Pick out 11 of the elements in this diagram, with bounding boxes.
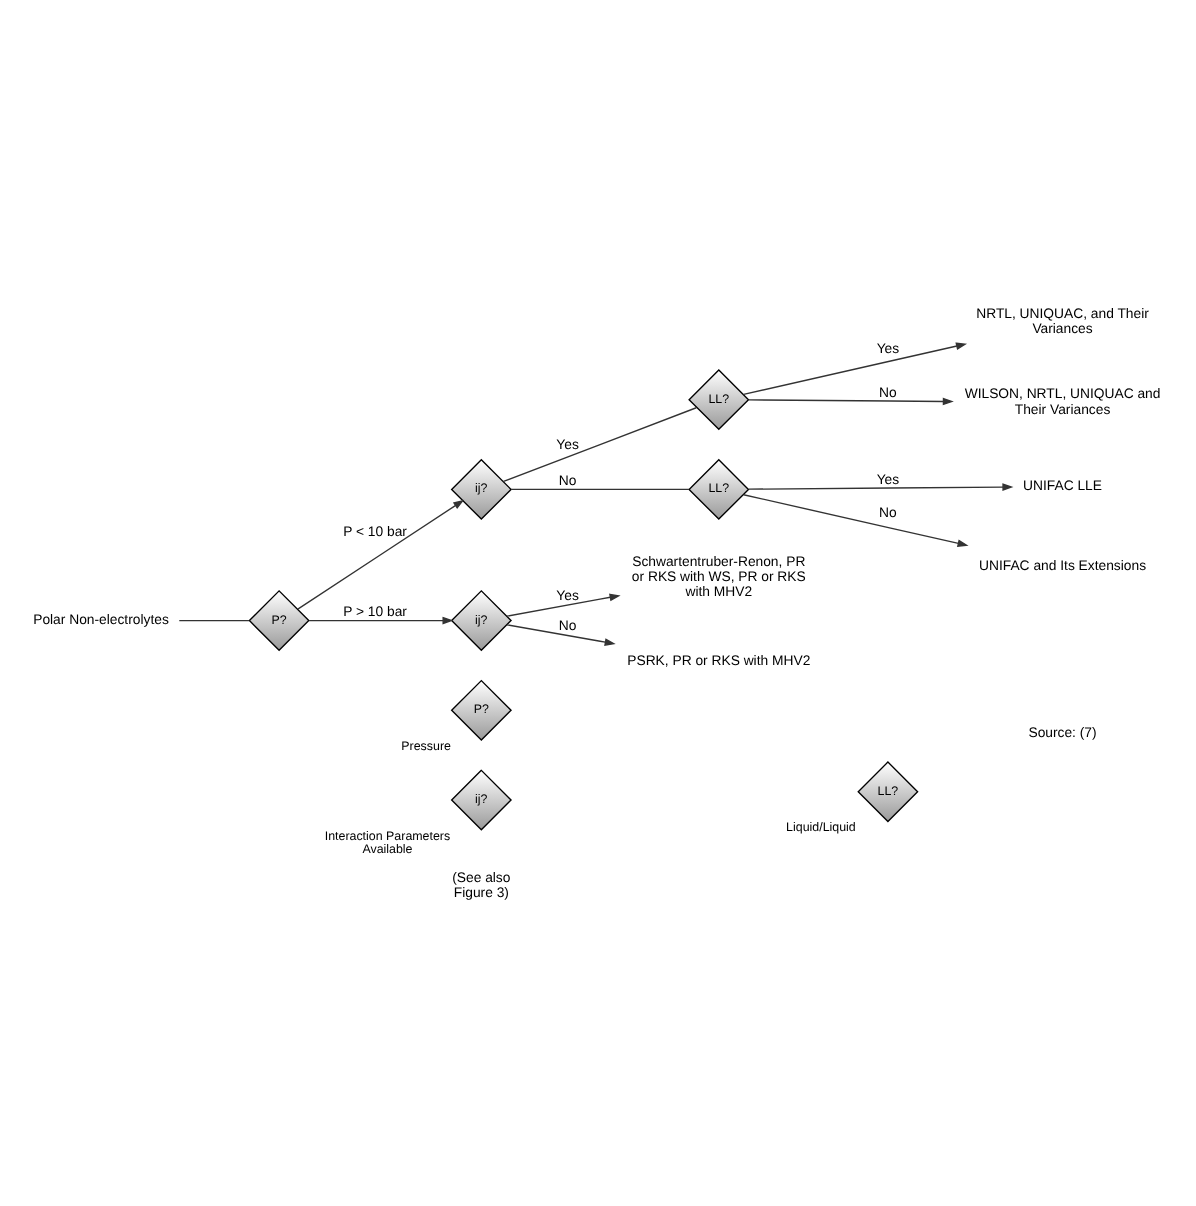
arrow — [506, 623, 616, 645]
arrow — [506, 592, 621, 616]
arrow — [747, 396, 954, 405]
arrow — [742, 341, 968, 395]
connector — [510, 487, 690, 490]
arrow — [742, 493, 969, 547]
connector — [178, 618, 250, 621]
arrow — [747, 482, 1014, 490]
arrow — [297, 498, 465, 609]
connector — [502, 406, 697, 482]
arrow — [308, 615, 454, 624]
